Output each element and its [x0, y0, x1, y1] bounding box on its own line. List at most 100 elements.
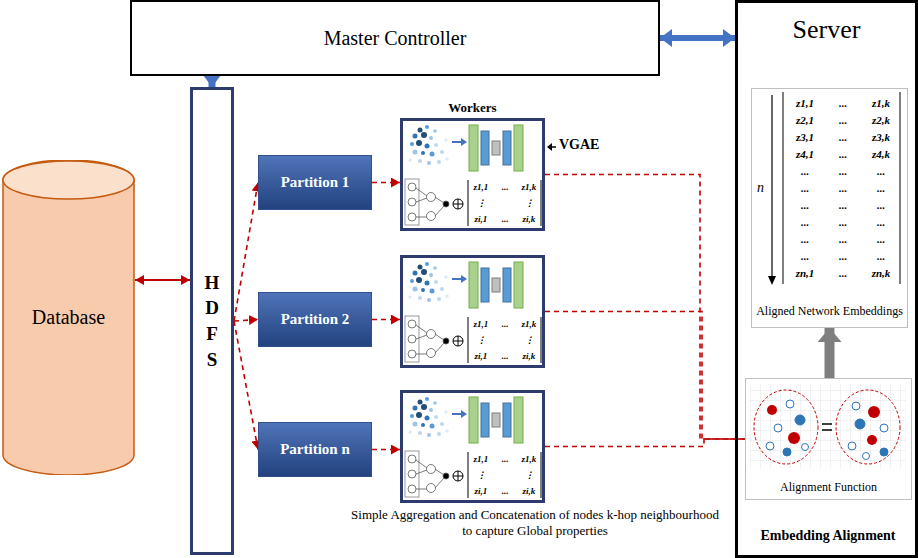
alignment-illustration: [766, 400, 888, 460]
matrix-entry: ⋮: [525, 199, 534, 208]
matrix-entry: z3,k: [872, 132, 890, 143]
alignment-illustration: [783, 448, 791, 456]
matrix-entry: z1,1: [796, 98, 814, 109]
matrix-entry: ...: [801, 251, 809, 262]
matrix-entry: ...: [877, 183, 885, 194]
row-count-arrow: [771, 95, 772, 276]
server-panel: Server z1,1... z1,k z2,1... z2,k z3,1... z3,k z…: [735, 0, 918, 558]
matrix-entry: ⋮: [525, 471, 534, 480]
embedding-matrix-brackets: [900, 92, 901, 284]
alignment-illustration: [855, 419, 865, 429]
matrix-entry: ...: [839, 234, 847, 245]
alignment-illustration: [802, 444, 809, 451]
matrix-entry: ...: [877, 200, 885, 211]
matrix-entry: z1,k: [872, 98, 890, 109]
worker-box: z1,1...z1,k⋮⋮zi,1...zi,k: [400, 255, 545, 368]
matrix-entry: ...: [839, 268, 847, 279]
callout-label: VGAE: [559, 137, 609, 153]
matrix-entry: ...: [801, 234, 809, 245]
partition-box: Partition 1: [258, 155, 372, 210]
matrix-entry: ⋮: [525, 336, 534, 345]
matrix-entry: ...: [502, 487, 509, 496]
matrix-entry: z2,k: [872, 115, 890, 126]
matrix-entry: ...: [502, 215, 509, 224]
worker-illustration: [405, 262, 541, 363]
embedding-matrix-box: z1,1...z1,kz2,1...z2,kz3,1...z3,kz4,1...…: [751, 88, 908, 328]
worker-box: Workersz1,1...z1,k⋮⋮zi,1...zi,k: [400, 118, 545, 231]
matrix-entry: zi,k: [523, 487, 536, 496]
matrix-entry: z2,1: [796, 115, 814, 126]
matrix-entry: z1,k: [522, 183, 537, 192]
connector: [372, 182, 400, 184]
alignment-illustration: [750, 384, 906, 468]
vgae-pointer: [547, 143, 552, 151]
matrix-entry: zi,1: [475, 487, 488, 496]
alignment-illustration: [822, 429, 832, 431]
connector: [545, 312, 745, 440]
matrix-entry: zn,1: [796, 268, 815, 279]
alignment-illustration: [822, 423, 832, 425]
alignment-illustration: [754, 390, 818, 464]
box-caption: Alignment Function: [746, 480, 911, 495]
alignment-illustration: [786, 400, 794, 408]
embedding-matrix: z1,1...z1,kz2,1...z2,kz3,1...z3,kz4,1...…: [786, 95, 900, 282]
controller-box: Master Controller: [130, 0, 660, 76]
matrix-entry: ...: [877, 166, 885, 177]
connector: [234, 183, 258, 322]
matrix-entry: zi,k: [523, 352, 536, 361]
matrix-entry: z1,k: [522, 455, 537, 464]
matrix-entry: z1,k: [522, 320, 537, 329]
alignment-illustration: [767, 405, 777, 415]
matrix-entry: ...: [877, 217, 885, 228]
alignment-illustration: [868, 406, 880, 418]
note-label: Simple Aggregation and Concatenation of …: [350, 507, 720, 540]
alignment-illustration: [867, 435, 877, 445]
box-label: Master Controller: [324, 27, 467, 50]
database-cylinder: Database: [2, 160, 135, 475]
partition-box: Partition 2: [258, 292, 372, 347]
vgae-pointer: [547, 143, 556, 151]
matrix-entry: ...: [839, 166, 847, 177]
matrix-entry: ...: [801, 200, 809, 211]
matrix-entry: z3,1: [796, 132, 814, 143]
matrix-entry: ...: [839, 251, 847, 262]
matrix-entry: ...: [502, 320, 509, 329]
matrix-entry: z1,1: [474, 320, 489, 329]
alignment-illustration: [788, 432, 800, 444]
matrix-entry: ...: [502, 455, 509, 464]
note-label: Embedding Alignment: [738, 528, 918, 544]
alignment-illustration: [836, 390, 900, 464]
worker-illustration: [405, 125, 541, 226]
embedding-matrix: z1,1...z1,k⋮⋮zi,1...zi,k: [469, 179, 541, 227]
matrix-entry: ⋮: [477, 199, 486, 208]
alignment-illustration: [880, 424, 888, 432]
matrix-entry: z1,1: [474, 455, 489, 464]
connector: [372, 319, 400, 321]
embedding-matrix: z1,1...z1,k⋮⋮zi,1...zi,k: [469, 316, 541, 364]
matrix-entry: ...: [801, 217, 809, 228]
matrix-entry: zi,1: [475, 352, 488, 361]
matrix-entry: ...: [877, 251, 885, 262]
matrix-entry: ...: [839, 98, 847, 109]
matrix-entry: ...: [839, 200, 847, 211]
alignment-illustration: [795, 415, 805, 425]
cylinder-body: [3, 160, 134, 475]
matrix-entry: zi,1: [475, 215, 488, 224]
embedding-matrix-brackets: [783, 92, 900, 284]
connector: [660, 35, 735, 41]
box-label: HDFS: [203, 270, 222, 373]
matrix-entry: zn,k: [872, 268, 891, 279]
panel-heading: Server: [738, 15, 915, 45]
cylinder-top: [3, 161, 134, 199]
alignment-illustration: [750, 384, 906, 468]
alignment-illustration: [880, 448, 888, 456]
hdfs-box: HDFS: [190, 87, 234, 555]
connector: [234, 320, 258, 322]
connector: [234, 321, 258, 450]
alignment-illustration: [848, 442, 856, 450]
partition-label: Partition 2: [281, 311, 350, 328]
matrix-entry: ...: [839, 115, 847, 126]
matrix-entry: ...: [877, 234, 885, 245]
connector: [372, 449, 400, 451]
